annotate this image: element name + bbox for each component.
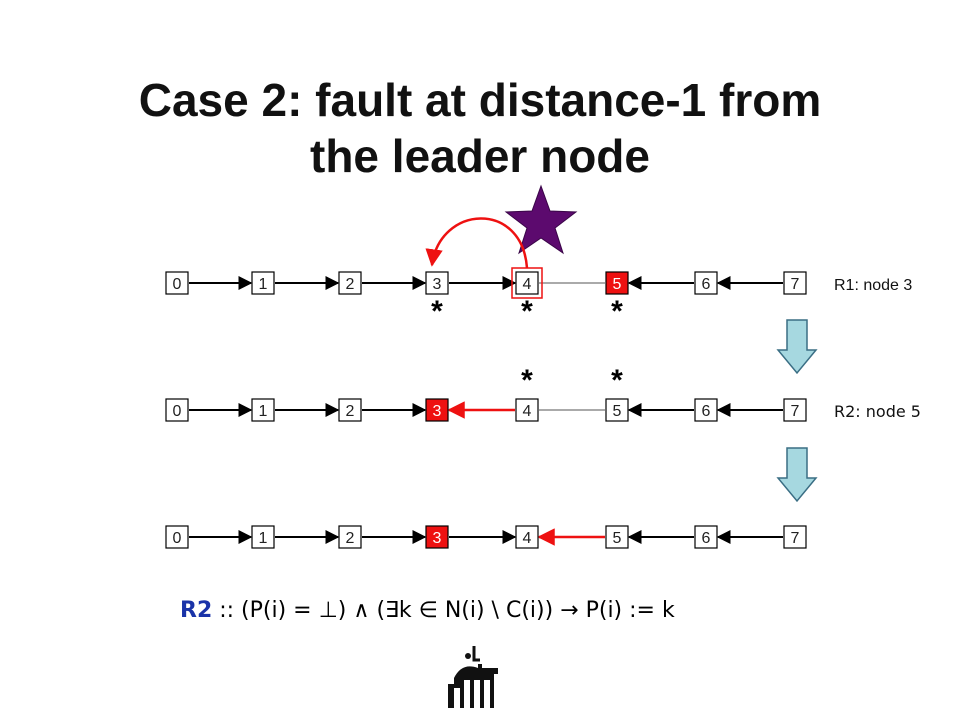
- node-chain-row: 0 1 2 3 4 5 6 7 * * *: [165, 267, 807, 328]
- recovery-arc-arrow: [425, 217, 529, 269]
- node-label: 5: [613, 403, 622, 420]
- node-box: [251, 398, 275, 422]
- node-box: [605, 271, 629, 295]
- node-label: 7: [791, 276, 800, 293]
- node-highlight: [511, 267, 543, 299]
- node-box: [251, 525, 275, 549]
- node-label: 4: [523, 530, 532, 547]
- node-box: [338, 398, 362, 422]
- node-label: 0: [173, 530, 182, 547]
- star-marker: *: [521, 364, 533, 397]
- node-box: [425, 525, 449, 549]
- node-label: 7: [791, 403, 800, 420]
- node-label: 5: [613, 530, 622, 547]
- node-box: [694, 398, 718, 422]
- node-box: [694, 271, 718, 295]
- node-box: [251, 271, 275, 295]
- node-box: [783, 525, 807, 549]
- node-label: 0: [173, 276, 182, 293]
- star-marker: *: [611, 364, 623, 397]
- node-box: [425, 271, 449, 295]
- node-label: 6: [702, 276, 711, 293]
- node-box: [694, 525, 718, 549]
- node-box: [605, 398, 629, 422]
- node-box: [515, 271, 539, 295]
- node-label: 6: [702, 530, 711, 547]
- title-line-2: the leader node: [310, 130, 650, 182]
- node-box: [338, 271, 362, 295]
- node-label: 1: [259, 530, 268, 547]
- node-label: 4: [523, 403, 532, 420]
- node-box: [783, 398, 807, 422]
- rule-label: R2: [180, 598, 213, 623]
- node-box: [165, 398, 189, 422]
- node-label: 2: [346, 530, 355, 547]
- node-box: [165, 525, 189, 549]
- rule-text: :: (P(i) = ⊥) ∧ (∃k ∈ N(i) \ C(i)) → P(i…: [212, 598, 675, 623]
- node-label: 5: [613, 276, 622, 293]
- node-box: [515, 525, 539, 549]
- university-logo: [448, 646, 498, 708]
- down-arrow-icon: [776, 447, 818, 503]
- row-label-r2: R2: node 5: [834, 402, 921, 421]
- node-label: 0: [173, 403, 182, 420]
- node-box: [783, 271, 807, 295]
- down-arrow-icon: [776, 319, 818, 375]
- node-chain-row: 0 1 2 3 4 5 6 7: [165, 525, 807, 549]
- node-label: 2: [346, 276, 355, 293]
- node-chain-row: 0 1 2 3 4 5 6 7 * *: [165, 364, 807, 422]
- node-box: [165, 271, 189, 295]
- star-marker: *: [521, 295, 533, 328]
- node-box: [338, 525, 362, 549]
- node-label: 3: [433, 276, 442, 293]
- node-label: 7: [791, 530, 800, 547]
- star-marker: *: [431, 295, 443, 328]
- node-label: 1: [259, 403, 268, 420]
- fault-star-icon: [504, 184, 578, 255]
- node-box: [425, 398, 449, 422]
- row-label-r1: R1: node 3: [834, 277, 912, 294]
- star-marker: *: [611, 295, 623, 328]
- rule-formula: R2 :: (P(i) = ⊥) ∧ (∃k ∈ N(i) \ C(i)) → …: [180, 598, 820, 623]
- node-label: 3: [433, 530, 442, 547]
- node-label: 2: [346, 403, 355, 420]
- node-label: 3: [433, 403, 442, 420]
- title-line-1: Case 2: fault at distance-1 from: [138, 74, 822, 126]
- node-box: [605, 525, 629, 549]
- slide-title: Case 2: fault at distance-1 from the lea…: [0, 72, 960, 184]
- node-label: 1: [259, 276, 268, 293]
- node-label: 6: [702, 403, 711, 420]
- node-box: [515, 398, 539, 422]
- node-label: 4: [523, 276, 532, 293]
